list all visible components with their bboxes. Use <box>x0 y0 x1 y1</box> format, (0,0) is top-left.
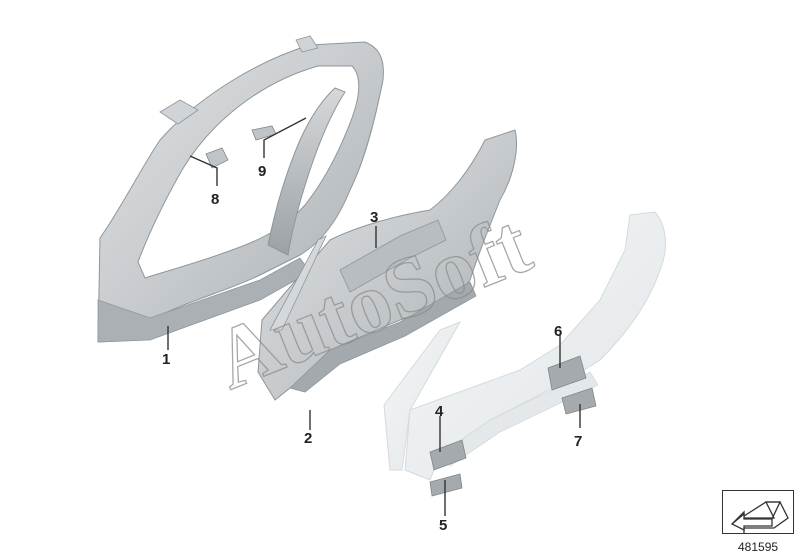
leader-9 <box>263 117 307 158</box>
navigation-arrow-button[interactable] <box>722 490 794 534</box>
leader-8 <box>189 155 218 186</box>
callout-9[interactable]: 9 <box>258 163 266 180</box>
part-reinforcement-6 <box>547 355 587 391</box>
callout-4[interactable]: 4 <box>435 403 444 420</box>
callout-8[interactable]: 8 <box>211 191 219 208</box>
callout-1[interactable]: 1 <box>162 351 170 368</box>
part-reinforcement-7 <box>561 387 597 415</box>
part-ghost-section <box>383 211 666 481</box>
callout-2[interactable]: 2 <box>304 430 312 447</box>
diagram-number: 481595 <box>738 540 779 554</box>
part-bracket-8 <box>205 147 229 169</box>
part-rear-sill-section <box>257 129 518 401</box>
callout-5[interactable]: 5 <box>439 517 447 534</box>
callout-3[interactable]: 3 <box>370 209 378 226</box>
arrow-icon <box>722 490 794 534</box>
part-reinforcement-4 <box>429 439 467 471</box>
callout-7[interactable]: 7 <box>574 433 582 450</box>
part-reinforcement-5 <box>429 473 463 497</box>
callout-6[interactable]: 6 <box>554 323 562 340</box>
